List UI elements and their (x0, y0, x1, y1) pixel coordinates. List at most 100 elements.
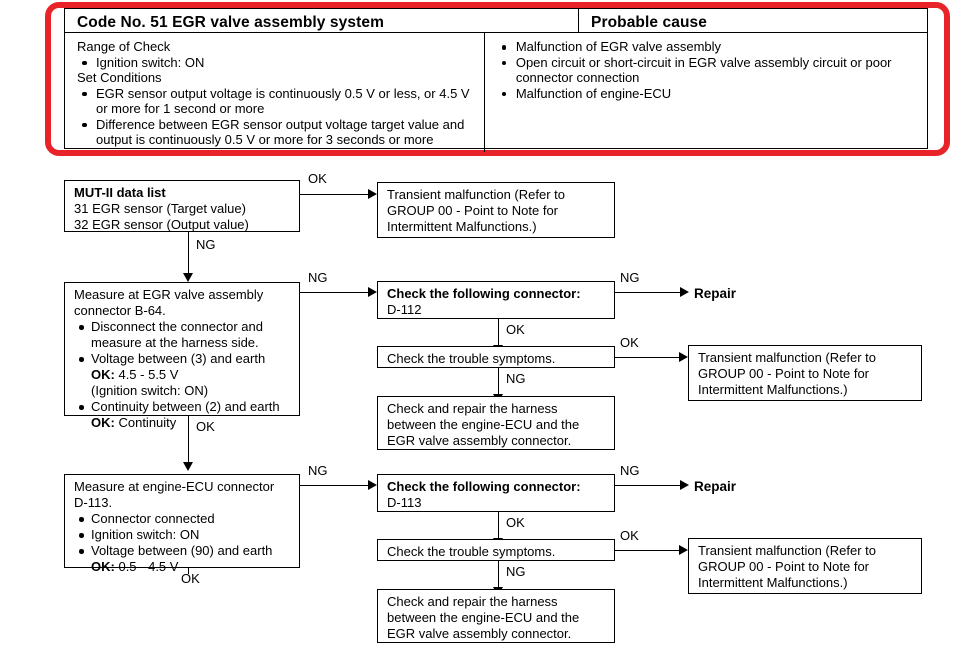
label-ok: OK (196, 419, 215, 434)
label-ng: NG (620, 270, 640, 285)
ignition-note: (Ignition switch: ON) (91, 383, 209, 398)
measure-b64-line1: Measure at EGR valve assembly (74, 287, 264, 302)
arrow-icon (183, 273, 193, 282)
list-item-text: Voltage between (3) and earth (91, 351, 266, 366)
probable-cause-list: Malfunction of EGR valve assembly Open c… (497, 39, 919, 101)
connector-line (300, 292, 369, 293)
list-item-text: Voltage between (90) and earth (91, 543, 273, 558)
arrow-icon (183, 462, 193, 471)
connector-line (615, 550, 680, 551)
check-symptoms-text: Check the trouble symptoms. (387, 351, 556, 366)
range-of-check-title: Range of Check (77, 39, 171, 54)
label-ok: OK (620, 335, 639, 350)
list-item: Continuity between (2) and earth OK: Con… (74, 399, 292, 431)
table-header-code: Code No. 51 EGR valve assembly system (65, 9, 579, 32)
list-item: Voltage between (90) and earth OK: 0.5 -… (74, 543, 292, 575)
table-body-row: Range of Check Ignition switch: ON Set C… (65, 33, 927, 152)
transient-text: Transient malfunction (Refer to GROUP 00… (698, 543, 876, 590)
label-ng: NG (506, 371, 526, 386)
connector-line (615, 485, 681, 486)
connector-line (498, 512, 499, 539)
connector-id: D-112 (387, 302, 422, 317)
label-ok: OK (181, 571, 200, 586)
check-connector-title: Check the following connector: (387, 479, 581, 494)
label-repair: Repair (694, 479, 737, 494)
label-ok: OK (506, 515, 525, 530)
box-check-repair-harness-1: Check and repair the harness between the… (377, 396, 615, 450)
arrow-icon (368, 287, 377, 297)
box-check-connector-d113: Check the following connector: D-113 (377, 474, 615, 512)
label-repair: Repair (694, 286, 737, 301)
harness-text: Check and repair the harness between the… (387, 594, 580, 641)
mut-ii-line-31: 31 EGR sensor (Target value) (74, 201, 246, 216)
connector-line (188, 568, 189, 574)
ok-label: OK: (91, 367, 115, 382)
measure-d113-line1: Measure at engine-ECU connector (74, 479, 275, 494)
arrow-icon (679, 352, 688, 362)
label-ok: OK (620, 528, 639, 543)
code-info-table: Code No. 51 EGR valve assembly system Pr… (64, 8, 928, 152)
box-measure-egr-valve-b64: Measure at EGR valve assembly connector … (64, 282, 300, 430)
list-item: Disconnect the connector and measure at … (74, 319, 292, 351)
ok-value: 0.5 - 4.5 V (118, 559, 179, 574)
table-cell-probable-causes: Malfunction of EGR valve assembly Open c… (485, 33, 927, 152)
mut-ii-title: MUT-II data list (74, 185, 166, 200)
ok-value: 4.5 - 5.5 V (118, 367, 179, 382)
range-of-check-list: Ignition switch: ON (77, 55, 476, 71)
mut-ii-line-32: 32 EGR sensor (Output value) (74, 217, 249, 232)
list-item: Malfunction of engine-ECU (497, 86, 919, 102)
box-check-repair-harness-2: Check and repair the harness between the… (377, 589, 615, 643)
measure-b64-line2: connector B-64. (74, 303, 166, 318)
harness-text: Check and repair the harness between the… (387, 401, 580, 448)
set-conditions-list: EGR sensor output voltage is continuousl… (77, 86, 476, 148)
connector-line (188, 416, 189, 463)
list-item: EGR sensor output voltage is continuousl… (77, 86, 476, 117)
transient-text: Transient malfunction (Refer to GROUP 00… (387, 187, 565, 234)
measure-d113-list: Connector connected Ignition switch: ON … (74, 511, 292, 575)
table-cell-conditions: Range of Check Ignition switch: ON Set C… (65, 33, 485, 152)
label-ng: NG (620, 463, 640, 478)
arrow-icon (679, 545, 688, 555)
measure-d113-line2: D-113. (74, 495, 113, 510)
connector-line (498, 561, 499, 588)
connector-id: D-113 (387, 495, 422, 510)
box-check-trouble-symptoms-2: Check the trouble symptoms. (377, 539, 615, 561)
list-item: Voltage between (3) and earth OK: 4.5 - … (74, 351, 292, 399)
connector-line (615, 292, 681, 293)
connector-line (188, 232, 189, 274)
arrow-icon (368, 189, 377, 199)
label-ok: OK (506, 322, 525, 337)
measure-b64-list: Disconnect the connector and measure at … (74, 319, 292, 431)
connector-line (300, 485, 369, 486)
box-transient-malfunction-1: Transient malfunction (Refer to GROUP 00… (377, 182, 615, 238)
transient-text: Transient malfunction (Refer to GROUP 00… (698, 350, 876, 397)
list-item: Difference between EGR sensor output vol… (77, 117, 476, 148)
box-check-trouble-symptoms-1: Check the trouble symptoms. (377, 346, 615, 368)
connector-line (300, 194, 369, 195)
ok-value: Continuity (118, 415, 177, 430)
list-item: Connector connected (74, 511, 292, 527)
label-ng: NG (308, 270, 328, 285)
label-ng: NG (506, 564, 526, 579)
arrow-icon (680, 480, 689, 490)
box-check-connector-d112: Check the following connector: D-112 (377, 281, 615, 319)
arrow-icon (680, 287, 689, 297)
box-mut-ii-data-list: MUT-II data list 31 EGR sensor (Target v… (64, 180, 300, 232)
connector-line (615, 357, 680, 358)
ok-label: OK: (91, 559, 115, 574)
box-transient-malfunction-3: Transient malfunction (Refer to GROUP 00… (688, 538, 922, 594)
box-measure-engine-ecu-d113: Measure at engine-ECU connector D-113. C… (64, 474, 300, 574)
list-item: Malfunction of EGR valve assembly (497, 39, 919, 55)
label-ng: NG (196, 237, 216, 252)
list-item-text: Continuity between (2) and earth (91, 399, 280, 414)
list-item: Ignition switch: ON (74, 527, 292, 543)
label-ok: OK (308, 171, 327, 186)
check-connector-title: Check the following connector: (387, 286, 581, 301)
set-conditions-title: Set Conditions (77, 70, 162, 85)
table-header-probable-cause: Probable cause (591, 14, 707, 31)
label-ng: NG (308, 463, 328, 478)
list-item: Open circuit or short-circuit in EGR val… (497, 55, 919, 86)
arrow-icon (368, 480, 377, 490)
table-header-row: Code No. 51 EGR valve assembly system Pr… (65, 9, 927, 33)
